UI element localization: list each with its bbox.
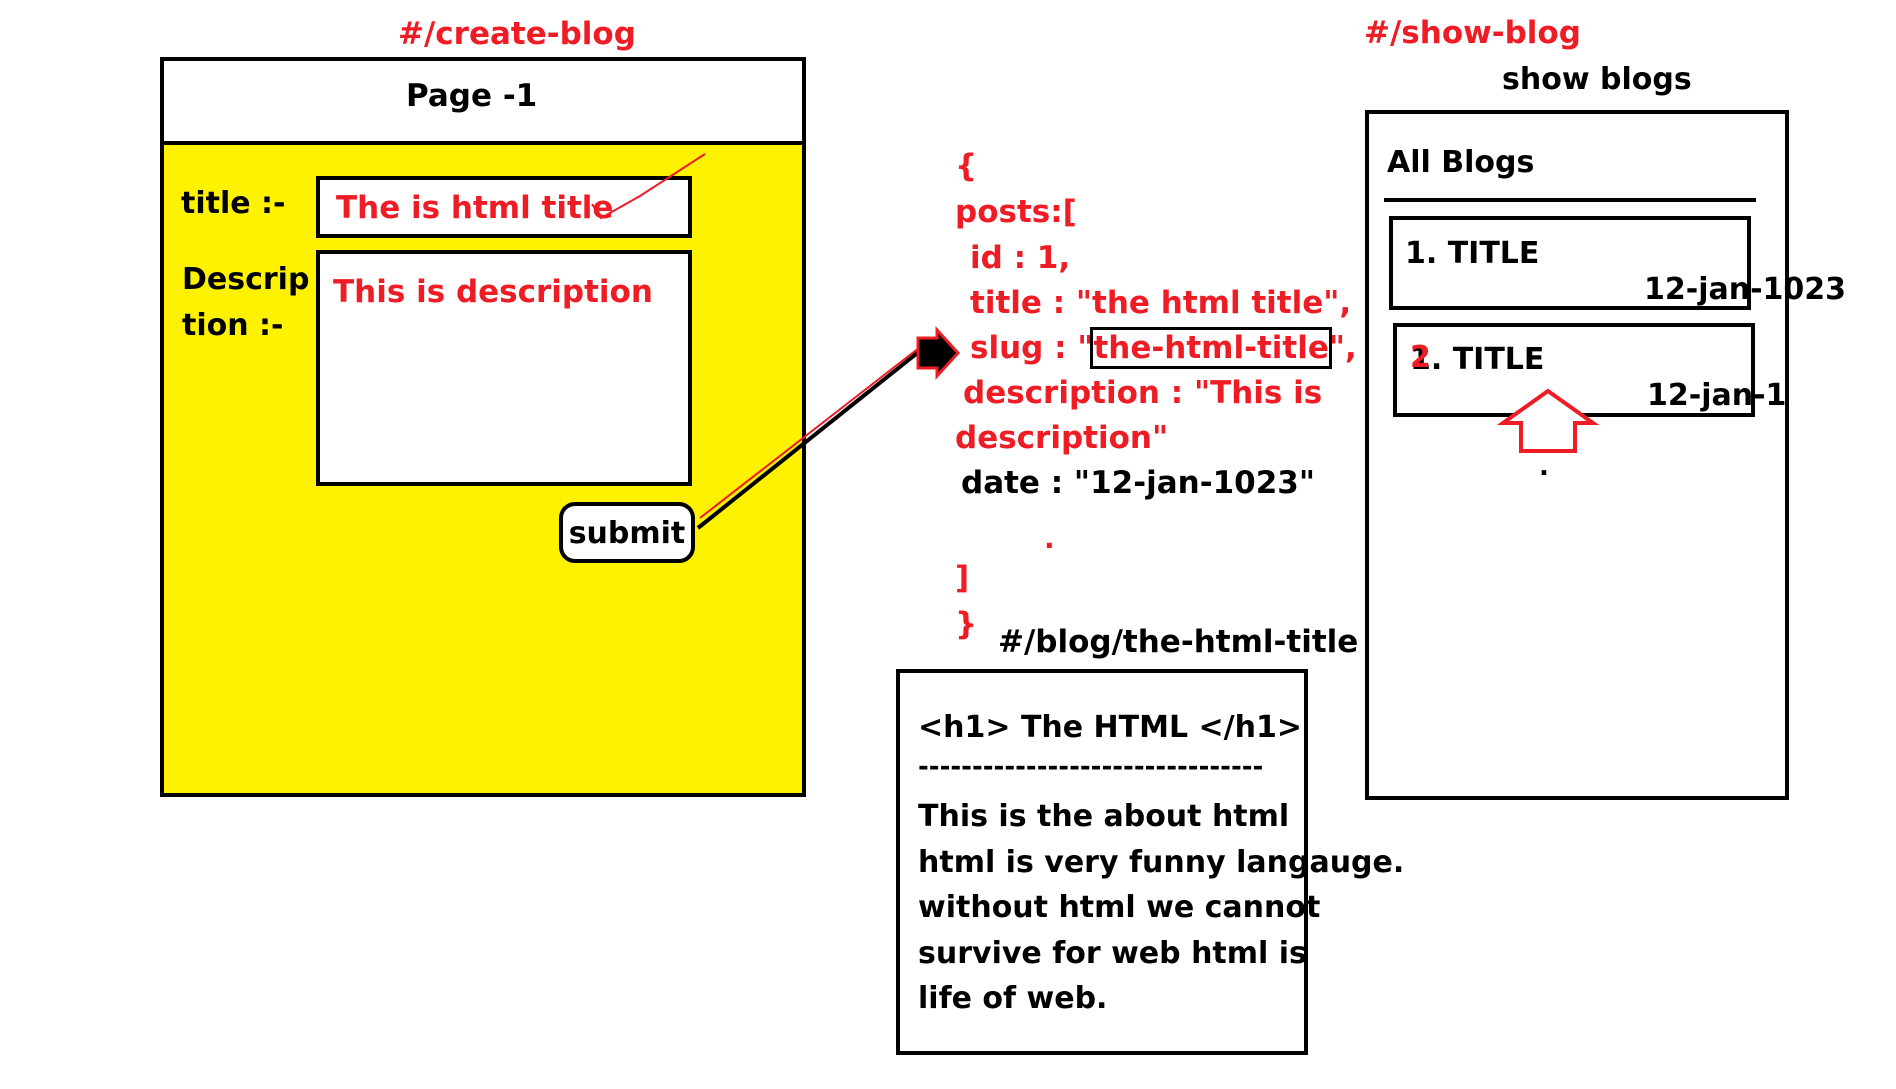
json-date-line: date : "12-jan-1023" <box>961 465 1316 501</box>
checkmark-annotation <box>591 153 706 220</box>
blog-detail-page <box>896 669 1308 1055</box>
blog-card-title: 1. TITLE <box>1405 236 1540 271</box>
slug-pointer-arrow-icon <box>916 326 961 380</box>
description-label-line2: tion :- <box>182 308 284 343</box>
json-open-brace: { <box>955 148 978 184</box>
description-textarea[interactable] <box>316 250 692 486</box>
title-input-value: The is html title <box>336 190 614 226</box>
json-title-line: title : "the html title", <box>970 285 1352 321</box>
show-blogs-dot: . <box>1539 452 1549 482</box>
all-blogs-underline <box>1384 198 1756 202</box>
json-slug-value: the-html-title <box>1090 327 1332 369</box>
json-description-line2: description" <box>955 420 1169 456</box>
detail-body-line-2: html is very funny langauge. <box>918 845 1405 880</box>
detail-route-label: #/blog/the-html-title <box>998 624 1359 660</box>
detail-heading: <h1> The HTML </h1> <box>918 710 1303 745</box>
up-arrow-icon <box>1496 388 1600 453</box>
json-close-bracket: ] <box>955 560 970 596</box>
blog-card-date: 12-jan-1 <box>1647 378 1787 413</box>
create-blog-route-label: #/create-blog <box>398 16 636 52</box>
submit-button[interactable]: submit <box>559 502 695 563</box>
page-title: Page -1 <box>406 78 538 114</box>
submit-to-json-connector <box>696 344 928 530</box>
json-posts-line: posts:[ <box>955 194 1077 230</box>
json-dot: . <box>1044 522 1055 555</box>
show-blogs-page <box>1365 110 1789 800</box>
json-description-line1: description : "This is <box>963 375 1323 411</box>
json-slug-prefix: slug : " <box>970 330 1094 366</box>
json-close-brace: } <box>955 606 978 642</box>
json-slug-suffix: ", <box>1328 330 1357 366</box>
blog-card-title: 1. TITLE <box>1410 342 1545 377</box>
show-blogs-caption: show blogs <box>1502 62 1692 97</box>
page-header <box>160 57 806 145</box>
json-id-line: id : 1, <box>970 240 1071 276</box>
description-textarea-value: This is description <box>333 274 653 310</box>
title-label: title :- <box>181 186 286 221</box>
submit-to-json-connector-red <box>699 343 925 519</box>
detail-body-line-5: life of web. <box>918 981 1108 1016</box>
description-label-line1: Descrip <box>182 262 310 297</box>
all-blogs-heading: All Blogs <box>1387 145 1535 180</box>
json-slug-line: slug : "the-html-title", <box>970 327 1357 369</box>
blog-card-number-overwrite: 2 <box>1410 340 1431 375</box>
blog-card[interactable] <box>1389 216 1751 310</box>
detail-divider: -------------------------------- <box>918 752 1264 782</box>
detail-body-line-1: This is the about html <box>918 799 1290 834</box>
blog-card-date: 12-jan-1023 <box>1644 272 1847 307</box>
title-input[interactable] <box>316 176 692 238</box>
detail-body-line-4: survive for web html is <box>918 936 1307 971</box>
show-blog-route-label: #/show-blog <box>1364 15 1581 51</box>
detail-body-line-3: without html we cannot <box>918 890 1321 925</box>
